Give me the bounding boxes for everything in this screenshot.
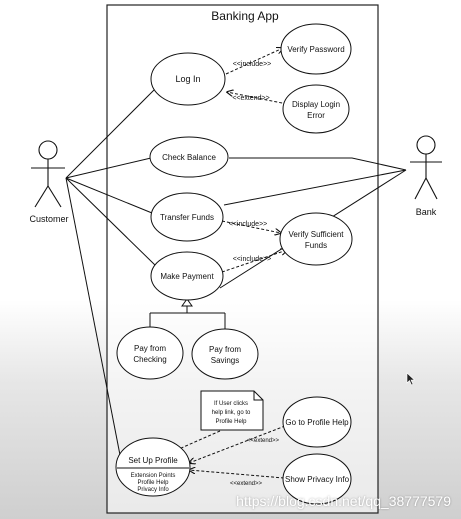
- use-case-pay-from-savings-label-1: Pay from: [209, 345, 241, 354]
- use-case-pay-from-checking[interactable]: Pay from Checking: [116, 326, 184, 380]
- bank-actor-icon[interactable]: [410, 135, 442, 200]
- use-case-log-in-label: Log In: [175, 74, 200, 84]
- note-line-2: help link, go to: [212, 410, 251, 416]
- use-case-pay-from-savings[interactable]: Pay from Savings: [191, 328, 259, 380]
- mouse-cursor-icon: [406, 372, 416, 386]
- extend-label-login-error: <<extend>>: [232, 95, 269, 102]
- associations-customer: [65, 89, 157, 456]
- use-case-pay-from-savings-label-2: Savings: [211, 356, 239, 365]
- use-case-transfer-funds-label: Transfer Funds: [160, 213, 214, 222]
- use-case-show-privacy-info-label: Show Privacy Info: [285, 475, 350, 484]
- use-case-display-login-error[interactable]: Display Login Error: [282, 84, 350, 134]
- use-case-go-to-profile-help[interactable]: Go to Profile Help: [282, 396, 352, 448]
- use-case-verify-sufficient-funds-label-1: Verify Sufficient: [289, 230, 345, 239]
- use-case-verify-password-label: Verify Password: [287, 45, 344, 54]
- extension-point-profile-help: Profile Help: [137, 480, 169, 486]
- use-case-verify-sufficient-funds[interactable]: Verify Sufficient Funds: [279, 212, 353, 266]
- customer-actor-icon[interactable]: [31, 140, 65, 208]
- use-case-transfer-funds[interactable]: Transfer Funds: [150, 192, 224, 242]
- include-label-password: <<include>>: [233, 61, 272, 68]
- use-case-pay-from-checking-label-1: Pay from: [134, 344, 166, 353]
- generalization: [149, 298, 226, 329]
- note: If User clicks help link, go to Profile …: [200, 390, 264, 431]
- extend-label-privacy: <<extend>>: [230, 481, 263, 487]
- use-case-display-login-error-label-2: Error: [307, 111, 325, 120]
- include-label-payment: <<include>>: [233, 256, 272, 263]
- use-case-go-to-profile-help-label: Go to Profile Help: [285, 418, 349, 427]
- use-case-verify-sufficient-funds-label-2: Funds: [305, 241, 327, 250]
- customer-actor-label: Customer: [29, 214, 68, 224]
- include-label-transfer: <<include>>: [229, 221, 268, 228]
- use-case-set-up-profile-label: Set Up Profile: [128, 456, 178, 465]
- bank-actor-label: Bank: [416, 207, 437, 217]
- use-case-check-balance-label: Check Balance: [162, 153, 216, 162]
- watermark: https://blog.csdn.net/qq_38777579: [236, 493, 451, 509]
- use-case-check-balance[interactable]: Check Balance: [149, 136, 229, 178]
- use-case-show-privacy-info[interactable]: Show Privacy Info: [282, 453, 352, 505]
- extend-label-profile-help: <<extend>>: [247, 438, 280, 444]
- use-case-make-payment-label: Make Payment: [160, 272, 214, 281]
- use-case-make-payment[interactable]: Make Payment: [150, 251, 224, 301]
- use-case-pay-from-checking-label-2: Checking: [133, 355, 166, 364]
- use-case-log-in[interactable]: Log In: [150, 52, 226, 106]
- use-case-verify-password[interactable]: Verify Password: [280, 23, 352, 75]
- extension-points-heading: Extension Points: [131, 473, 176, 479]
- extension-point-privacy-info: Privacy Info: [137, 487, 169, 493]
- note-line-1: If User clicks: [214, 401, 248, 407]
- use-case-set-up-profile[interactable]: Set Up Profile Extension Points Profile …: [115, 437, 191, 497]
- note-line-3: Profile Help: [215, 419, 247, 425]
- note-anchor: [171, 430, 221, 453]
- use-case-display-login-error-label-1: Display Login: [292, 100, 340, 109]
- system-title: Banking App: [211, 9, 279, 23]
- dependencies: [189, 48, 287, 479]
